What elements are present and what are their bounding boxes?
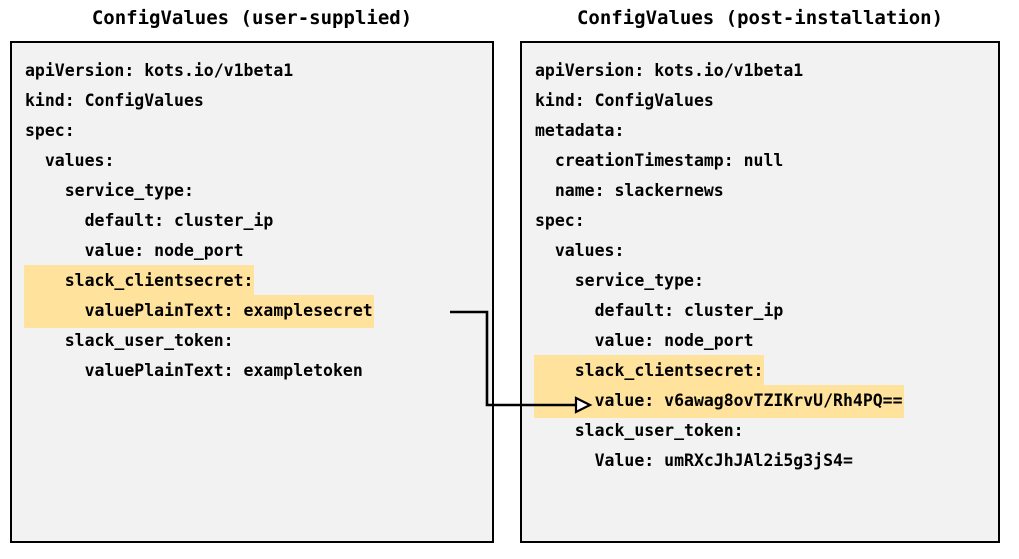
code-line: slack_clientsecret: xyxy=(522,355,998,388)
code-line: kind: ConfigValues xyxy=(12,85,492,115)
code-line: values: xyxy=(522,235,998,265)
code-line-text: value: node_port xyxy=(25,241,244,260)
code-line: apiVersion: kots.io/v1beta1 xyxy=(522,55,998,85)
code-line-text: slack_clientsecret: xyxy=(24,265,255,298)
code-line: slack_clientsecret: xyxy=(12,265,492,298)
code-line-text: value: node_port xyxy=(535,331,754,350)
code-line-text: spec: xyxy=(535,211,585,230)
code-line: slack_user_token: xyxy=(12,325,492,355)
code-line-text: name: slackernews xyxy=(535,181,724,200)
right-config-values-box: apiVersion: kots.io/v1beta1 kind: ConfigV… xyxy=(520,41,1000,543)
code-line: value: node_port xyxy=(522,325,998,355)
code-line: values: xyxy=(12,145,492,175)
code-line-text: value: v6awag8ovTZIKrvU/Rh4PQ== xyxy=(534,385,904,418)
code-line: value: node_port xyxy=(12,235,492,265)
code-line: slack_user_token: xyxy=(522,415,998,445)
code-line-text: values: xyxy=(25,151,115,170)
code-line-text: apiVersion: kots.io/v1beta1 xyxy=(25,61,294,80)
code-line: service_type: xyxy=(12,175,492,205)
code-line-text: kind: ConfigValues xyxy=(25,91,204,110)
code-line-text: valuePlainText: examplesecret xyxy=(24,295,374,328)
code-line: apiVersion: kots.io/v1beta1 xyxy=(12,55,492,85)
code-line: metadata: xyxy=(522,115,998,145)
code-line-text: values: xyxy=(535,241,625,260)
code-line-text: slack_clientsecret: xyxy=(534,355,765,388)
code-line: spec: xyxy=(12,115,492,145)
right-panel-title: ConfigValues (post-installation) xyxy=(576,7,944,29)
right-code-lines: apiVersion: kots.io/v1beta1 kind: ConfigV… xyxy=(522,55,998,475)
code-line-text: service_type: xyxy=(25,181,194,200)
code-line-text: kind: ConfigValues xyxy=(535,91,714,110)
code-line-text: Value: umRXcJhJAl2i5g3jS4= xyxy=(535,451,853,470)
left-code-lines: apiVersion: kots.io/v1beta1 kind: ConfigV… xyxy=(12,55,492,385)
code-line-text: slack_user_token: xyxy=(535,421,744,440)
code-line-text: apiVersion: kots.io/v1beta1 xyxy=(535,61,804,80)
code-line-text: default: cluster_ip xyxy=(25,211,274,230)
code-line: creationTimestamp: null xyxy=(522,145,998,175)
code-line: valuePlainText: examplesecret xyxy=(12,295,492,328)
left-panel-title: ConfigValues (user-supplied) xyxy=(91,7,413,29)
code-line: Value: umRXcJhJAl2i5g3jS4= xyxy=(522,445,998,475)
code-line-text: creationTimestamp: null xyxy=(535,151,784,170)
code-line-text: valuePlainText: exampletoken xyxy=(25,361,363,380)
code-line-text: metadata: xyxy=(535,121,625,140)
code-line: name: slackernews xyxy=(522,175,998,205)
code-line-text: slack_user_token: xyxy=(25,331,234,350)
code-line: spec: xyxy=(522,205,998,235)
code-line: valuePlainText: exampletoken xyxy=(12,355,492,385)
code-line: service_type: xyxy=(522,265,998,295)
code-line: default: cluster_ip xyxy=(12,205,492,235)
code-line: kind: ConfigValues xyxy=(522,85,998,115)
code-line: value: v6awag8ovTZIKrvU/Rh4PQ== xyxy=(522,385,998,418)
left-config-values-box: apiVersion: kots.io/v1beta1 kind: ConfigV… xyxy=(10,41,494,543)
code-line: default: cluster_ip xyxy=(522,295,998,325)
code-line-text: service_type: xyxy=(535,271,704,290)
code-line-text: spec: xyxy=(25,121,75,140)
code-line-text: default: cluster_ip xyxy=(535,301,784,320)
